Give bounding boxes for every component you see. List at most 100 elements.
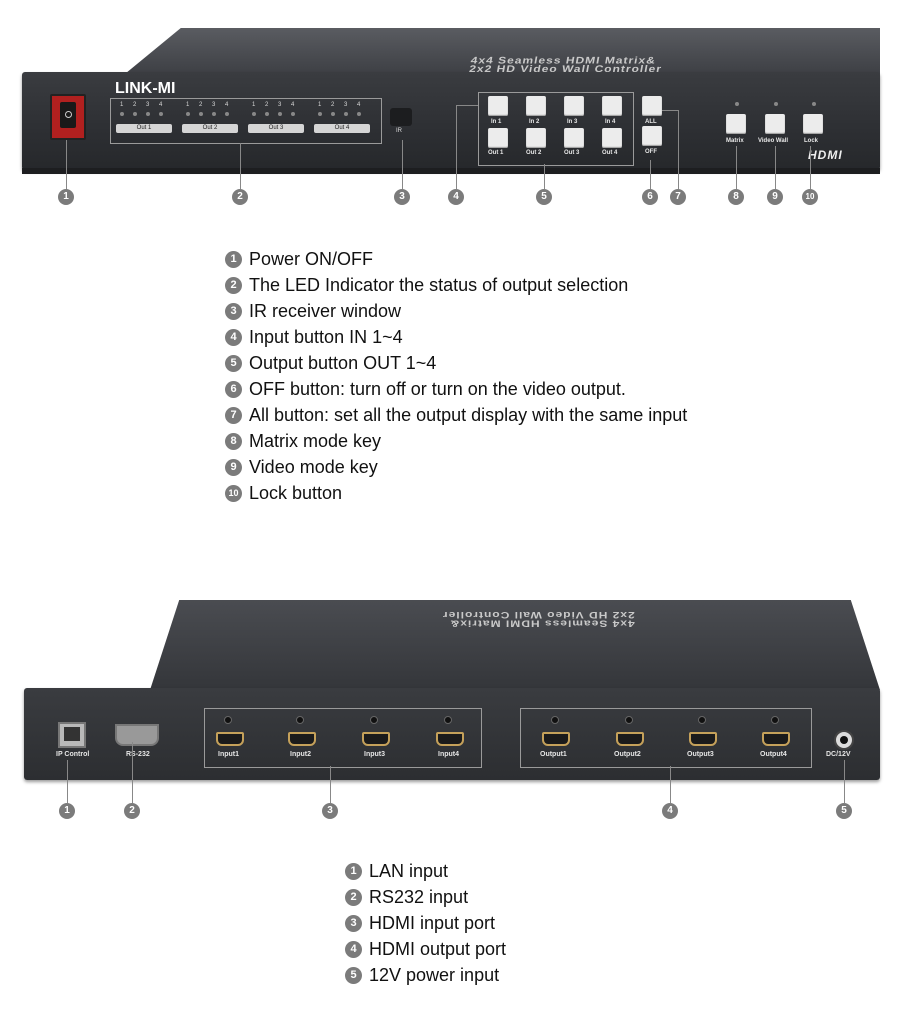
callout-line [330, 766, 331, 803]
power-off-mark-icon [65, 111, 72, 118]
input-button-2-label: In 2 [529, 119, 540, 125]
legend-number: 2 [225, 276, 242, 294]
legend-text: All button: set all the output display w… [249, 404, 688, 425]
hdmi-output-port-1[interactable] [542, 732, 570, 746]
hdmi-input-port-4[interactable] [436, 732, 464, 746]
matrix-button[interactable] [726, 114, 746, 134]
input-button-3-label: In 3 [567, 119, 578, 125]
screw-hole [296, 716, 304, 724]
legend-number: 5 [345, 966, 362, 984]
led-group-label: Out 3 [248, 124, 304, 133]
legend-text: Power ON/OFF [249, 248, 374, 269]
callout-9: 9 [767, 189, 783, 205]
led-indicator-box [110, 98, 382, 144]
output-button-3-label: Out 3 [564, 150, 580, 156]
hdmi-output-port-3[interactable] [689, 732, 717, 746]
hdmi-input-port-2[interactable] [288, 732, 316, 746]
hdmi-output-port-2[interactable] [616, 732, 644, 746]
power-switch[interactable] [50, 94, 86, 140]
hdmi-output-port-4[interactable] [762, 732, 790, 746]
output-button-2[interactable] [526, 128, 546, 148]
led-dot [120, 112, 124, 116]
dc-power-jack[interactable] [834, 730, 854, 750]
legend-number: 8 [225, 432, 242, 450]
lock-led [812, 102, 816, 106]
ip-control-label: IP Control [56, 751, 90, 758]
callout-line [240, 143, 241, 189]
legend-text: Lock button [249, 482, 343, 503]
led-dot [225, 112, 229, 116]
output-button-3[interactable] [564, 128, 584, 148]
led-number: 3 [278, 102, 282, 108]
led-dot [252, 112, 256, 116]
callout-line [662, 110, 678, 111]
callout-8: 8 [728, 189, 744, 205]
led-number: 2 [133, 102, 137, 108]
callout-line [844, 760, 845, 803]
legend-number: 1 [345, 862, 362, 880]
input3-label: Input3 [364, 751, 385, 758]
input-button-3[interactable] [564, 96, 584, 116]
led-dot [331, 112, 335, 116]
rear-top-title: 4x4 Seamless HDMI Matrix& 2x2 HD Video W… [442, 609, 635, 629]
input-button-1[interactable] [488, 96, 508, 116]
rear-callout-3: 3 [322, 803, 338, 819]
hdmi-input-port-1[interactable] [216, 732, 244, 746]
led-dot [357, 112, 361, 116]
callout-line [456, 106, 457, 189]
input-button-2[interactable] [526, 96, 546, 116]
legend-text: Output button OUT 1~4 [249, 352, 437, 373]
video-wall-button-label: Video Wall [758, 138, 789, 144]
ir-label: IR [396, 128, 402, 134]
output4-label: Output4 [760, 751, 787, 758]
hdmi-input-port-3[interactable] [362, 732, 390, 746]
led-dot [199, 112, 203, 116]
legend-number: 6 [225, 380, 242, 398]
led-dot [291, 112, 295, 116]
led-number: 1 [252, 102, 256, 108]
lan-port[interactable] [58, 722, 86, 748]
output-button-1[interactable] [488, 128, 508, 148]
led-dot [146, 112, 150, 116]
led-number: 3 [212, 102, 216, 108]
all-button[interactable] [642, 96, 662, 116]
screw-hole [625, 716, 633, 724]
lock-button[interactable] [803, 114, 823, 134]
legend-text: HDMI output port [369, 938, 507, 959]
input4-label: Input4 [438, 751, 459, 758]
callout-line [670, 766, 671, 803]
callout-line [456, 105, 478, 106]
rear-callout-1: 1 [59, 803, 75, 819]
rs232-port[interactable] [115, 724, 159, 746]
output-button-4[interactable] [602, 128, 622, 148]
led-number: 1 [318, 102, 322, 108]
hdmi-input-box [204, 708, 482, 768]
led-group-label: Out 1 [116, 124, 172, 133]
video-wall-button[interactable] [765, 114, 785, 134]
led-group-out3: 1 2 3 4 Out 3 [248, 102, 308, 136]
callout-line [678, 110, 679, 189]
legend-text: IR receiver window [249, 300, 402, 321]
output3-label: Output3 [687, 751, 714, 758]
front-panel-lip [22, 168, 880, 174]
legend-number: 4 [345, 940, 362, 958]
power-switch-rocker[interactable] [60, 102, 76, 128]
input-button-4[interactable] [602, 96, 622, 116]
led-group-out4: 1 2 3 4 Out 4 [314, 102, 374, 136]
legend-text: LAN input [369, 860, 449, 881]
front-top-surface [120, 28, 880, 78]
led-dot [159, 112, 163, 116]
legend-text: HDMI input port [369, 912, 496, 933]
led-dot [186, 112, 190, 116]
off-button[interactable] [642, 126, 662, 146]
screw-hole [698, 716, 706, 724]
callout-line [810, 146, 811, 189]
legend-text: The LED Indicator the status of output s… [249, 274, 629, 295]
callout-6: 6 [642, 189, 658, 205]
